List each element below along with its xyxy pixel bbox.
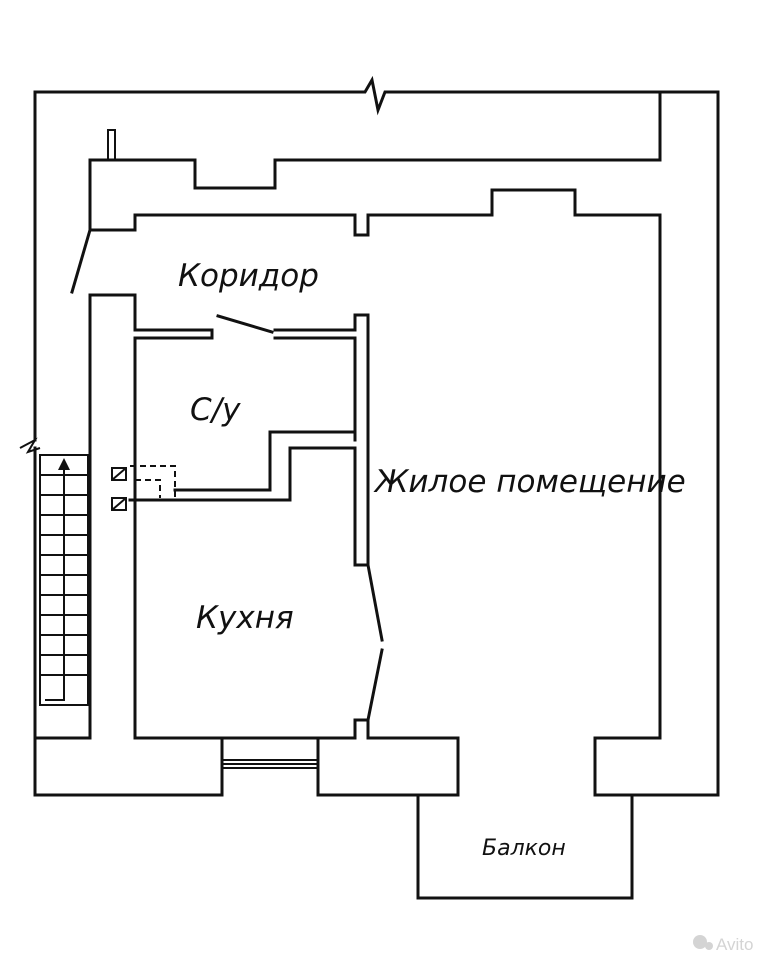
- living-room-partition: [353, 313, 370, 740]
- room-label-living-room: Жилое помещение: [373, 464, 686, 500]
- kitchen-doors: [366, 563, 384, 722]
- upper-inner-wall: [88, 90, 662, 232]
- vent-shafts: [111, 465, 176, 511]
- staircase: [39, 454, 89, 706]
- bathroom-door: [216, 313, 370, 340]
- bottom-wall: [33, 736, 634, 797]
- entrance-door: [70, 228, 92, 294]
- balcony-outline: [416, 793, 634, 900]
- room-label-corridor: Коридор: [178, 258, 319, 294]
- left-inner-wall: [33, 293, 370, 740]
- room-label-kitchen: Кухня: [196, 600, 294, 636]
- room-label-bathroom: С/у: [190, 392, 241, 428]
- stair-arrow-icon: [58, 458, 70, 470]
- room-label-balcony: Балкон: [482, 836, 566, 861]
- corridor-top-wall: [88, 188, 720, 797]
- watermark-logo: Avito: [693, 935, 754, 954]
- bathroom-lower-wall: [128, 430, 357, 502]
- watermark-text: Avito: [716, 935, 754, 954]
- kitchen-window: [222, 759, 318, 769]
